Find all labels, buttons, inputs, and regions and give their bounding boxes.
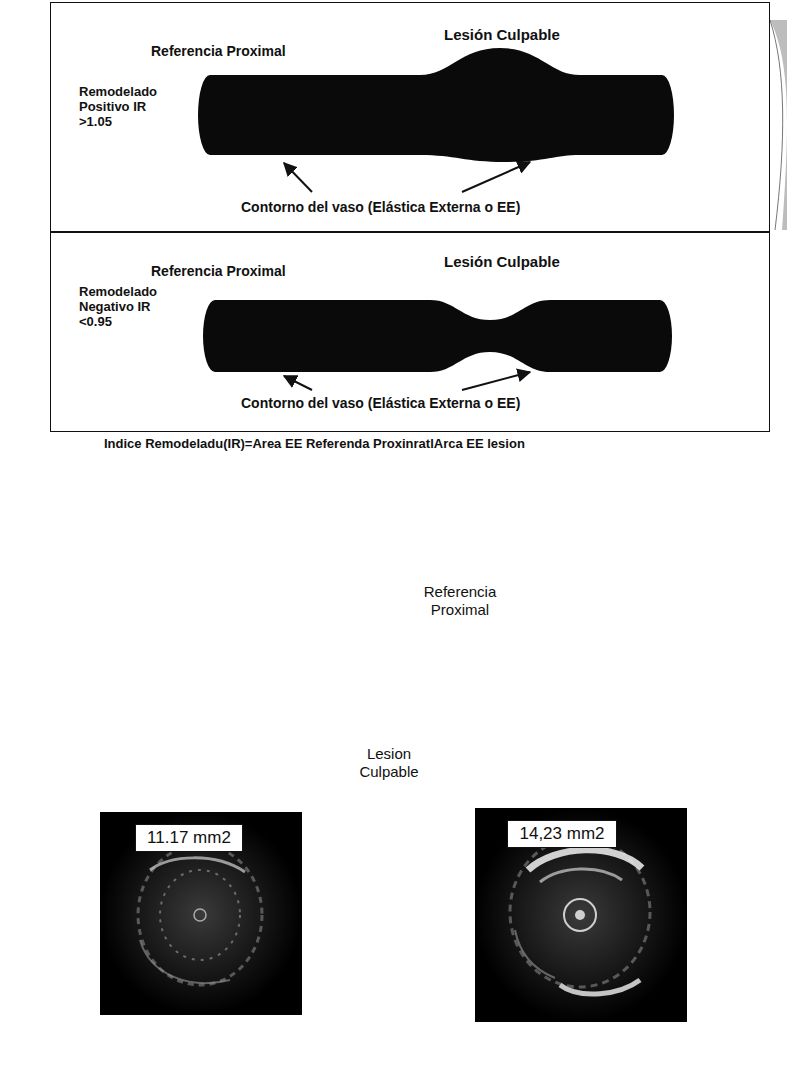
remodeling-type: Remodelado Positivo IR >1.05 <box>79 85 163 130</box>
leader-arrow <box>284 163 312 192</box>
lesion-label: Lesión Culpable <box>444 253 560 270</box>
reference-label: Referencia Proximal <box>151 263 286 279</box>
measurement-value: 11.17 mm2 <box>147 828 231 848</box>
lesion-label: Lesión Culpable <box>444 26 560 43</box>
ivus-image <box>100 812 302 1015</box>
leader-arrow <box>284 376 312 390</box>
page-curl-edge <box>770 20 783 230</box>
leader-arrow <box>462 162 530 192</box>
vessel-negative <box>203 300 672 372</box>
remodeling-type: Remodelado Negativo IR <0.95 <box>79 285 163 330</box>
page-curl <box>770 20 787 230</box>
measurement-box: 11.17 mm2 <box>135 824 243 852</box>
leader-arrow <box>462 372 530 390</box>
contour-label: Contorno del vaso (Elástica Externa o EE… <box>241 199 520 215</box>
measurement-box: 14,23 mm2 <box>507 820 617 848</box>
reference-caption: Referencia Proximal <box>410 583 510 619</box>
vessel-positive <box>198 48 674 162</box>
panel-box: Referencia Proximal Lesión CulpableRemode… <box>50 2 770 232</box>
panel-box: Referencia Proximal Lesión CulpableRemode… <box>50 232 770 432</box>
ivus-image <box>475 808 687 1022</box>
lesion-caption: Lesion Culpable <box>352 745 426 781</box>
formula-text: Indice Remodeladu(IR)=Area EE Referenda … <box>104 436 525 452</box>
contour-label: Contorno del vaso (Elástica Externa o EE… <box>241 395 520 411</box>
measurement-value: 14,23 mm2 <box>519 824 604 844</box>
reference-label: Referencia Proximal <box>151 43 286 59</box>
